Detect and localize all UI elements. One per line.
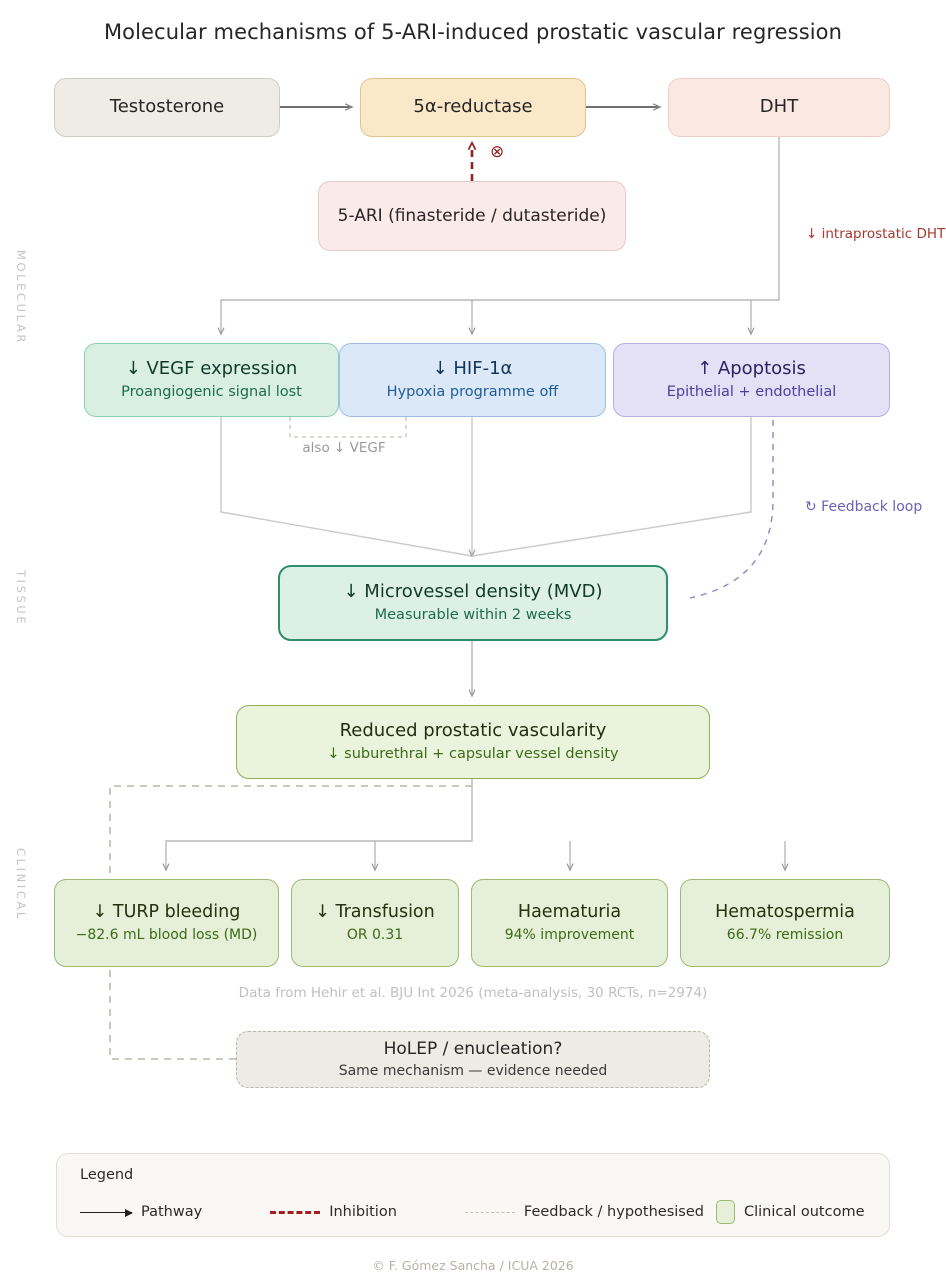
page-title: Molecular mechanisms of 5-ARI-induced pr… (103, 20, 843, 44)
node-outcome-transfusion[interactable]: ↓ Transfusion OR 0.31 (291, 879, 459, 967)
node-holep-enucleation[interactable]: HoLEP / enucleation? Same mechanism — ev… (236, 1031, 710, 1088)
wire-vascularity-to-clinical-bus (162, 779, 473, 872)
node-outcome-haematuria-sublabel: 94% improvement (504, 926, 635, 943)
legend-item-inhibition-label: Inhibition (329, 1204, 397, 1220)
pathway-arrow-icon (80, 1208, 133, 1217)
legend-item-pathway: Pathway (80, 1204, 202, 1220)
legend-panel (56, 1153, 890, 1237)
node-outcome-haematuria[interactable]: Haematuria 94% improvement (471, 879, 668, 967)
node-microvessel-density[interactable]: ↓ Microvessel density (MVD) Measurable w… (278, 565, 668, 641)
node-reduced-prostatic-vascularity[interactable]: Reduced prostatic vascularity ↓ subureth… (236, 705, 710, 779)
legend-items: Pathway Inhibition Feedback / hypothesis… (80, 1197, 880, 1227)
node-holep-enucleation-label: HoLEP / enucleation? (383, 1038, 563, 1059)
node-5ari-drug-label: 5-ARI (finasteride / dutasteride) (337, 205, 607, 226)
node-hif-1-alpha-label: ↓ HIF-1α (432, 358, 513, 380)
inhibition-dash-icon (270, 1210, 321, 1214)
node-dht[interactable]: DHT (668, 78, 890, 137)
node-5-alpha-reductase[interactable]: 5α-reductase (360, 78, 586, 137)
node-outcome-turp-bleeding[interactable]: ↓ TURP bleeding −82.6 mL blood loss (MD) (54, 879, 279, 967)
node-outcome-haematuria-label: Haematuria (517, 901, 622, 922)
node-hif-1-alpha-sublabel: Hypoxia programme off (386, 383, 559, 400)
node-5ari-drug[interactable]: 5-ARI (finasteride / dutasteride) (318, 181, 626, 251)
node-outcome-turp-bleeding-label: ↓ TURP bleeding (92, 901, 241, 922)
node-vegf-expression[interactable]: ↓ VEGF expression Proangiogenic signal l… (84, 343, 339, 417)
node-outcome-hematospermia-label: Hematospermia (715, 901, 855, 922)
legend-item-pathway-label: Pathway (141, 1204, 203, 1220)
data-source-note: Data from Hehir et al. BJU Int 2026 (met… (238, 985, 708, 1001)
node-5-alpha-reductase-label: 5α-reductase (413, 96, 533, 118)
node-holep-enucleation-sublabel: Same mechanism — evidence needed (338, 1063, 608, 1080)
copyright-note: © F. Gómez Sancha / ICUA 2026 (372, 1258, 574, 1273)
clinical-outcome-chip-icon (715, 1200, 735, 1224)
node-vegf-expression-sublabel: Proangiogenic signal lost (121, 383, 302, 400)
inhibition-symbol-icon: ⊗ (490, 142, 505, 162)
wire-apoptosis-to-mvd (471, 417, 752, 557)
legend-item-clinical-outcome: Clinical outcome (715, 1200, 865, 1224)
feedback-dash-icon (464, 1211, 515, 1213)
node-testosterone[interactable]: Testosterone (54, 78, 280, 137)
annotation-also-vegf: also ↓ VEGF (302, 440, 386, 456)
node-testosterone-label: Testosterone (109, 96, 225, 118)
legend-item-clinical-outcome-label: Clinical outcome (743, 1204, 865, 1220)
lane-label-clinical: CLINICAL (14, 848, 28, 921)
legend-item-feedback: Feedback / hypothesised (464, 1204, 704, 1220)
node-outcome-hematospermia[interactable]: Hematospermia 66.7% remission (680, 879, 890, 967)
lane-label-tissue: TISSUE (14, 570, 28, 627)
node-outcome-hematospermia-sublabel: 66.7% remission (726, 926, 844, 943)
node-apoptosis-label: ↑ Apoptosis (697, 358, 806, 380)
node-outcome-turp-bleeding-sublabel: −82.6 mL blood loss (MD) (75, 926, 258, 943)
node-dht-label: DHT (759, 96, 799, 118)
node-apoptosis[interactable]: ↑ Apoptosis Epithelial + endothelial (613, 343, 890, 417)
wire-hif-also-vegf (289, 417, 407, 438)
node-hif-1-alpha[interactable]: ↓ HIF-1α Hypoxia programme off (339, 343, 606, 417)
legend-item-inhibition: Inhibition (270, 1204, 397, 1220)
legend-title: Legend (80, 1167, 134, 1183)
wire-feedback-loop (689, 420, 774, 599)
node-vegf-expression-label: ↓ VEGF expression (125, 358, 298, 380)
lane-label-molecular: MOLECULAR (14, 250, 28, 346)
node-microvessel-density-label: ↓ Microvessel density (MVD) (343, 581, 603, 603)
node-apoptosis-sublabel: Epithelial + endothelial (666, 383, 837, 400)
node-reduced-prostatic-vascularity-label: Reduced prostatic vascularity (339, 720, 607, 742)
legend-item-feedback-label: Feedback / hypothesised (523, 1204, 704, 1220)
annotation-intraprostatic-dht: ↓ intraprostatic DHT (806, 226, 946, 242)
wire-vegf-to-mvd (220, 417, 473, 557)
node-microvessel-density-sublabel: Measurable within 2 weeks (374, 606, 572, 623)
node-outcome-transfusion-sublabel: OR 0.31 (346, 926, 404, 943)
node-reduced-prostatic-vascularity-sublabel: ↓ suburethral + capsular vessel density (327, 745, 619, 762)
annotation-feedback-loop: ↻ Feedback loop (805, 499, 923, 515)
node-outcome-transfusion-label: ↓ Transfusion (315, 901, 435, 922)
